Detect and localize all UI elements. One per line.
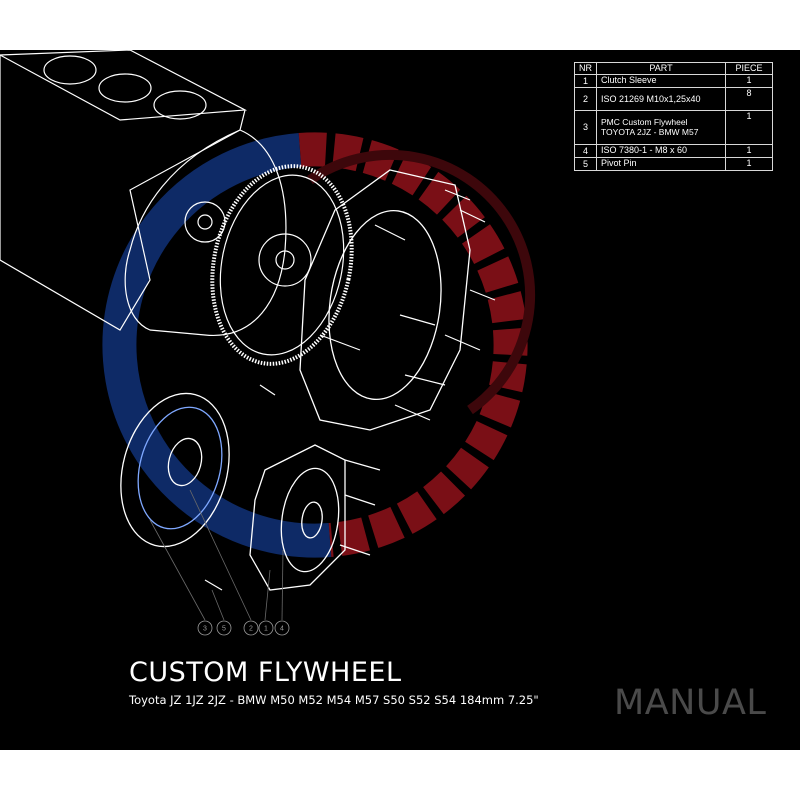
table-row: 5 Pivot Pin 1 xyxy=(574,157,773,171)
pivot-pin xyxy=(204,579,223,591)
leader-lines xyxy=(149,489,284,621)
flexplate-center xyxy=(275,250,295,270)
adapter-plate-outline xyxy=(299,169,471,431)
row-nr: 3 xyxy=(574,110,597,145)
page-title: CUSTOM FLYWHEEL xyxy=(129,657,402,688)
header-piece: PIECE xyxy=(725,62,773,75)
bolt xyxy=(374,224,406,241)
pressure-plate-center xyxy=(301,501,323,539)
manual-watermark-text: MANUAL xyxy=(614,683,767,723)
row-nr: 2 xyxy=(574,87,597,111)
block-side xyxy=(0,109,246,331)
clutch-bolt xyxy=(344,494,376,506)
adapter-plate xyxy=(299,169,471,431)
loose-fasteners xyxy=(204,494,376,591)
flywheel-rim xyxy=(120,392,230,548)
bellhousing-flange xyxy=(124,129,287,336)
row-nr: 1 xyxy=(574,74,597,88)
logo-watermark xyxy=(102,132,536,558)
exploded-view-drawing: 3 5 2 1 4 xyxy=(0,50,536,636)
row-part: Pivot Pin xyxy=(596,157,726,171)
engine-block xyxy=(0,50,287,336)
pressure-plate-cover xyxy=(249,444,346,591)
table-row: 3 PMC Custom Flywheel TOYOTA 2JZ - BMW M… xyxy=(574,110,773,145)
logo-red-half xyxy=(298,132,528,557)
row-piece: 1 xyxy=(725,144,773,158)
bolt xyxy=(469,289,496,301)
row-piece: 8 xyxy=(725,87,773,111)
bolt xyxy=(399,314,436,326)
row-piece: 1 xyxy=(725,110,773,145)
bolt xyxy=(444,189,471,201)
flywheel-hub xyxy=(167,437,203,487)
leader-line-2 xyxy=(189,489,252,621)
adapter-plate-bore xyxy=(328,209,442,401)
row-part: PMC Custom Flywheel TOYOTA 2JZ - BMW M57 xyxy=(596,110,726,145)
callout-balloon xyxy=(243,620,259,636)
cylinder-bore-2 xyxy=(98,73,152,103)
callout-balloon xyxy=(258,620,274,636)
flexplate-hub xyxy=(258,233,312,287)
bolt xyxy=(404,374,446,386)
logo-blue-half xyxy=(102,133,332,558)
leader-line-3 xyxy=(149,519,206,621)
drawing-sheet: 3 5 2 1 4 NR PART PIECE 1 Clutch Sleeve … xyxy=(0,50,800,750)
callout-balloon xyxy=(197,620,213,636)
bolt xyxy=(319,334,361,351)
row-nr: 4 xyxy=(574,144,597,158)
callout-label: 2 xyxy=(249,626,253,633)
page-subtitle: Toyota JZ 1JZ 2JZ - BMW M50 M52 M54 M57 … xyxy=(129,693,539,707)
pressure-plate-diaphragm xyxy=(280,467,340,573)
ring-gear-teeth xyxy=(210,164,354,366)
row-part: Clutch Sleeve xyxy=(596,74,726,88)
crank-hub-center xyxy=(197,214,213,230)
ring-gear-inner xyxy=(219,174,345,356)
table-row: 4 ISO 7380-1 - M8 x 60 1 xyxy=(574,144,773,158)
header-nr: NR xyxy=(574,62,597,75)
row-nr: 5 xyxy=(574,157,597,171)
bolt xyxy=(394,404,431,421)
flywheel xyxy=(120,392,230,548)
row-piece: 1 xyxy=(725,74,773,88)
callout-label: 5 xyxy=(222,626,226,633)
parts-list-header: NR PART PIECE xyxy=(574,62,773,75)
adapter-bolts xyxy=(259,189,496,471)
callout-label: 1 xyxy=(264,626,268,633)
ring-gear xyxy=(210,164,354,366)
table-row: 2 ISO 21269 M10x1,25x40 8 xyxy=(574,87,773,111)
bolt xyxy=(444,334,481,351)
callout-balloons: 3 5 2 1 4 xyxy=(197,620,290,636)
bolt xyxy=(459,209,486,223)
clutch-pressure-plate xyxy=(249,444,346,591)
table-row: 1 Clutch Sleeve 1 xyxy=(574,74,773,88)
header-part: PART xyxy=(596,62,726,75)
logo-red-inner xyxy=(307,149,536,415)
leader-line-5 xyxy=(211,589,225,621)
parts-list-table: NR PART PIECE 1 Clutch Sleeve 1 2 ISO 21… xyxy=(574,62,773,171)
block-top xyxy=(0,50,248,121)
callout-balloon xyxy=(216,620,232,636)
row-part: ISO 7380-1 - M8 x 60 xyxy=(596,144,726,158)
callout-label: 4 xyxy=(280,626,284,633)
cylinder-bore-1 xyxy=(43,55,97,85)
leader-line-4 xyxy=(281,549,284,621)
flywheel-friction-face xyxy=(137,406,223,530)
callout-label: 3 xyxy=(203,626,207,633)
cylinder-bore-3 xyxy=(153,90,207,120)
row-part: ISO 21269 M10x1,25x40 xyxy=(596,87,726,111)
bolt xyxy=(259,384,276,396)
clutch-bolt xyxy=(339,544,371,556)
crank-hub xyxy=(184,201,226,243)
row-piece: 1 xyxy=(725,157,773,171)
bolt xyxy=(344,459,381,471)
callout-balloon xyxy=(274,620,290,636)
leader-line-1 xyxy=(264,569,271,621)
